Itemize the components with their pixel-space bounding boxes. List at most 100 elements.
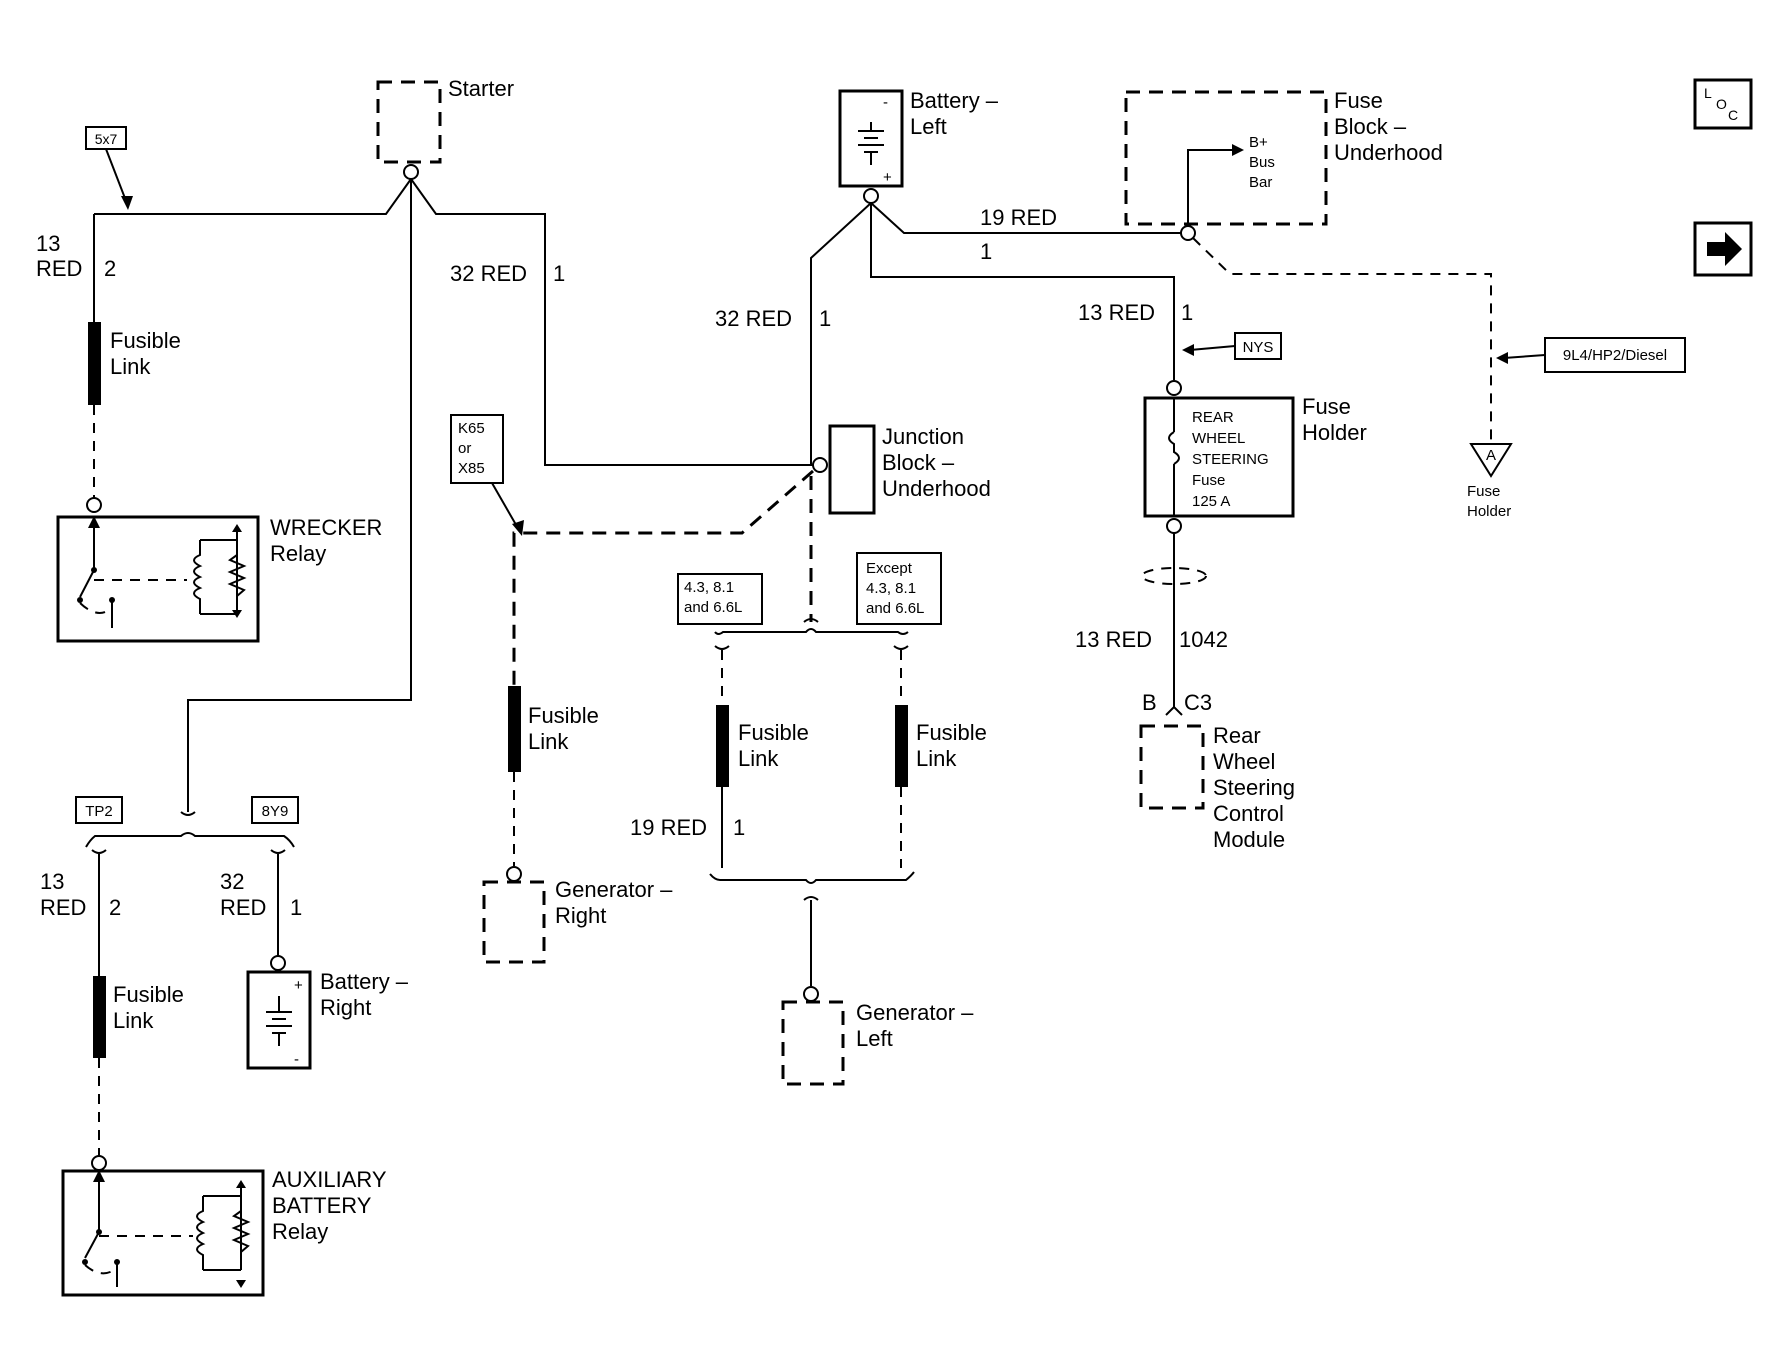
relay-label: BATTERY: [272, 1193, 372, 1218]
wire-gauge-color: 19 RED: [630, 815, 707, 840]
junction-label: Block –: [882, 450, 955, 475]
wire-gauge-color: 32 RED: [450, 261, 527, 286]
fusible-label: Fusible: [110, 328, 181, 353]
connector-id: C3: [1184, 690, 1212, 715]
fusible-link-gas: [716, 705, 729, 787]
wire-gauge: 13: [40, 869, 64, 894]
wire-circuit: 1: [290, 895, 302, 920]
starter-terminal: [403, 164, 419, 180]
ref-label: Holder: [1467, 503, 1511, 520]
wire-label-19-red-1-bottom: 19 RED 1: [630, 815, 745, 840]
wire-circuit: 1: [980, 239, 992, 264]
option-except-text: and 6.6L: [866, 600, 924, 617]
fuse-block-label: Underhood: [1334, 140, 1443, 165]
wire-gauge: 32: [220, 869, 244, 894]
option-k65-x85: K65 or X85: [450, 414, 524, 536]
relay-label: Relay: [272, 1219, 328, 1244]
fuse-text: Fuse: [1192, 472, 1225, 489]
loc-icon[interactable]: L O C: [1693, 78, 1753, 130]
wire-circuit: 1: [733, 815, 745, 840]
svg-text:Link: Link: [113, 1008, 154, 1033]
wire-circuit: 1042: [1179, 627, 1228, 652]
svg-text:Fusible: Fusible: [528, 703, 599, 728]
wire-circuit: 1: [819, 306, 831, 331]
connector-c3: B C3: [1142, 690, 1212, 716]
wire-gauge-color: 19 RED: [980, 205, 1057, 230]
generator-label: Left: [856, 1026, 893, 1051]
option-except-engines: Except 4.3, 8.1 and 6.6L: [856, 552, 942, 625]
option-except-text: Except: [866, 560, 913, 577]
wire-label-32-red-1-starter: 32 RED 1: [450, 261, 565, 286]
generator-right: Generator – Right: [482, 877, 673, 964]
wire-label-13-red-1042: 13 RED 1042: [1075, 627, 1228, 652]
wire-color: RED: [36, 256, 82, 281]
option-8y9: 8Y9: [251, 796, 299, 824]
svg-text:-: -: [883, 94, 888, 111]
option-gas-engines: 4.3, 8.1 and 6.6L: [677, 573, 763, 625]
fusible-link-except: [895, 705, 908, 787]
relay-label: WRECKER: [270, 515, 382, 540]
fusible-link-gen-right: [508, 686, 521, 772]
option-diesel-text: 9L4/HP2/Diesel: [1563, 347, 1667, 364]
svg-text:O: O: [1716, 96, 1727, 112]
option-5x7-text: 5x7: [95, 131, 118, 147]
wire-gauge-color: 13 RED: [1078, 300, 1155, 325]
auxiliary-battery-relay: AUXILIARY BATTERY Relay: [61, 1167, 387, 1297]
fusible-link-except-label: Fusible Link: [916, 720, 987, 771]
fuse-text: 125 A: [1192, 493, 1230, 510]
fuse-text: WHEEL: [1192, 430, 1245, 447]
fusible-link-aux-label: Fusible Link: [113, 982, 184, 1033]
module-label: Wheel: [1213, 749, 1275, 774]
starter: Starter: [376, 76, 514, 180]
svg-text:Fusible: Fusible: [113, 982, 184, 1007]
fuse-holder-label: Fuse: [1302, 394, 1351, 419]
wire-label-13-red-2-top: 13 RED 2: [36, 231, 116, 281]
rws-control-module: Rear Wheel Steering Control Module: [1139, 723, 1295, 852]
option-tp2: TP2: [75, 796, 123, 824]
svg-text:Link: Link: [738, 746, 779, 771]
svg-text:+: +: [883, 169, 892, 186]
fusible-link-gas-label: Fusible Link: [738, 720, 809, 771]
option-k65-text: or: [458, 440, 471, 457]
arrow-right-icon[interactable]: [1693, 221, 1753, 277]
link-label: Link: [110, 354, 151, 379]
junction-block-underhood: Junction Block – Underhood: [812, 424, 991, 515]
fuse-text: REAR: [1192, 409, 1234, 426]
battery-right-label: Battery –: [320, 969, 409, 994]
option-nys-text: NYS: [1243, 339, 1274, 356]
generator-label: Generator –: [856, 1000, 974, 1025]
option-diesel: 9L4/HP2/Diesel: [1496, 337, 1686, 373]
wire-circuit: 1: [1181, 300, 1193, 325]
fusible-link-aux: [93, 976, 106, 1058]
wire-gauge-color: 32 RED: [715, 306, 792, 331]
wire-gauge: 13: [36, 231, 60, 256]
wire-label-32-red-1-bottom: 32 RED 1: [220, 869, 302, 920]
option-k65-text: X85: [458, 460, 485, 477]
bus-bar-label: Bar: [1249, 174, 1272, 191]
option-5x7: 5x7: [85, 126, 133, 210]
module-label: Control: [1213, 801, 1284, 826]
svg-text:Link: Link: [528, 729, 569, 754]
starter-label: Starter: [448, 76, 514, 101]
wire-gauge-color: 13 RED: [1075, 627, 1152, 652]
wire-circuit: 1: [553, 261, 565, 286]
bus-bar-label: B+: [1249, 134, 1268, 151]
option-nys: NYS: [1182, 332, 1282, 360]
svg-text:Fusible: Fusible: [916, 720, 987, 745]
battery-left-label: Battery –: [910, 88, 999, 113]
fuse-text: STEERING: [1192, 451, 1269, 468]
option-except-text: 4.3, 8.1: [866, 580, 916, 597]
option-tp2-text: TP2: [85, 803, 113, 820]
module-label: Steering: [1213, 775, 1295, 800]
wire-circuit: 2: [104, 256, 116, 281]
fuse-block-label: Block –: [1334, 114, 1407, 139]
fusible-link-top: [88, 322, 101, 405]
fuse-block-underhood: Fuse Block – Underhood B+ Bus Bar: [1124, 88, 1443, 241]
fuse-holder-reference: A Fuse Holder: [1467, 443, 1513, 520]
battery-right-label: Right: [320, 995, 371, 1020]
svg-text:Fusible: Fusible: [738, 720, 809, 745]
svg-text:+: +: [294, 977, 303, 994]
junction-label: Junction: [882, 424, 964, 449]
relay-label: Relay: [270, 541, 326, 566]
